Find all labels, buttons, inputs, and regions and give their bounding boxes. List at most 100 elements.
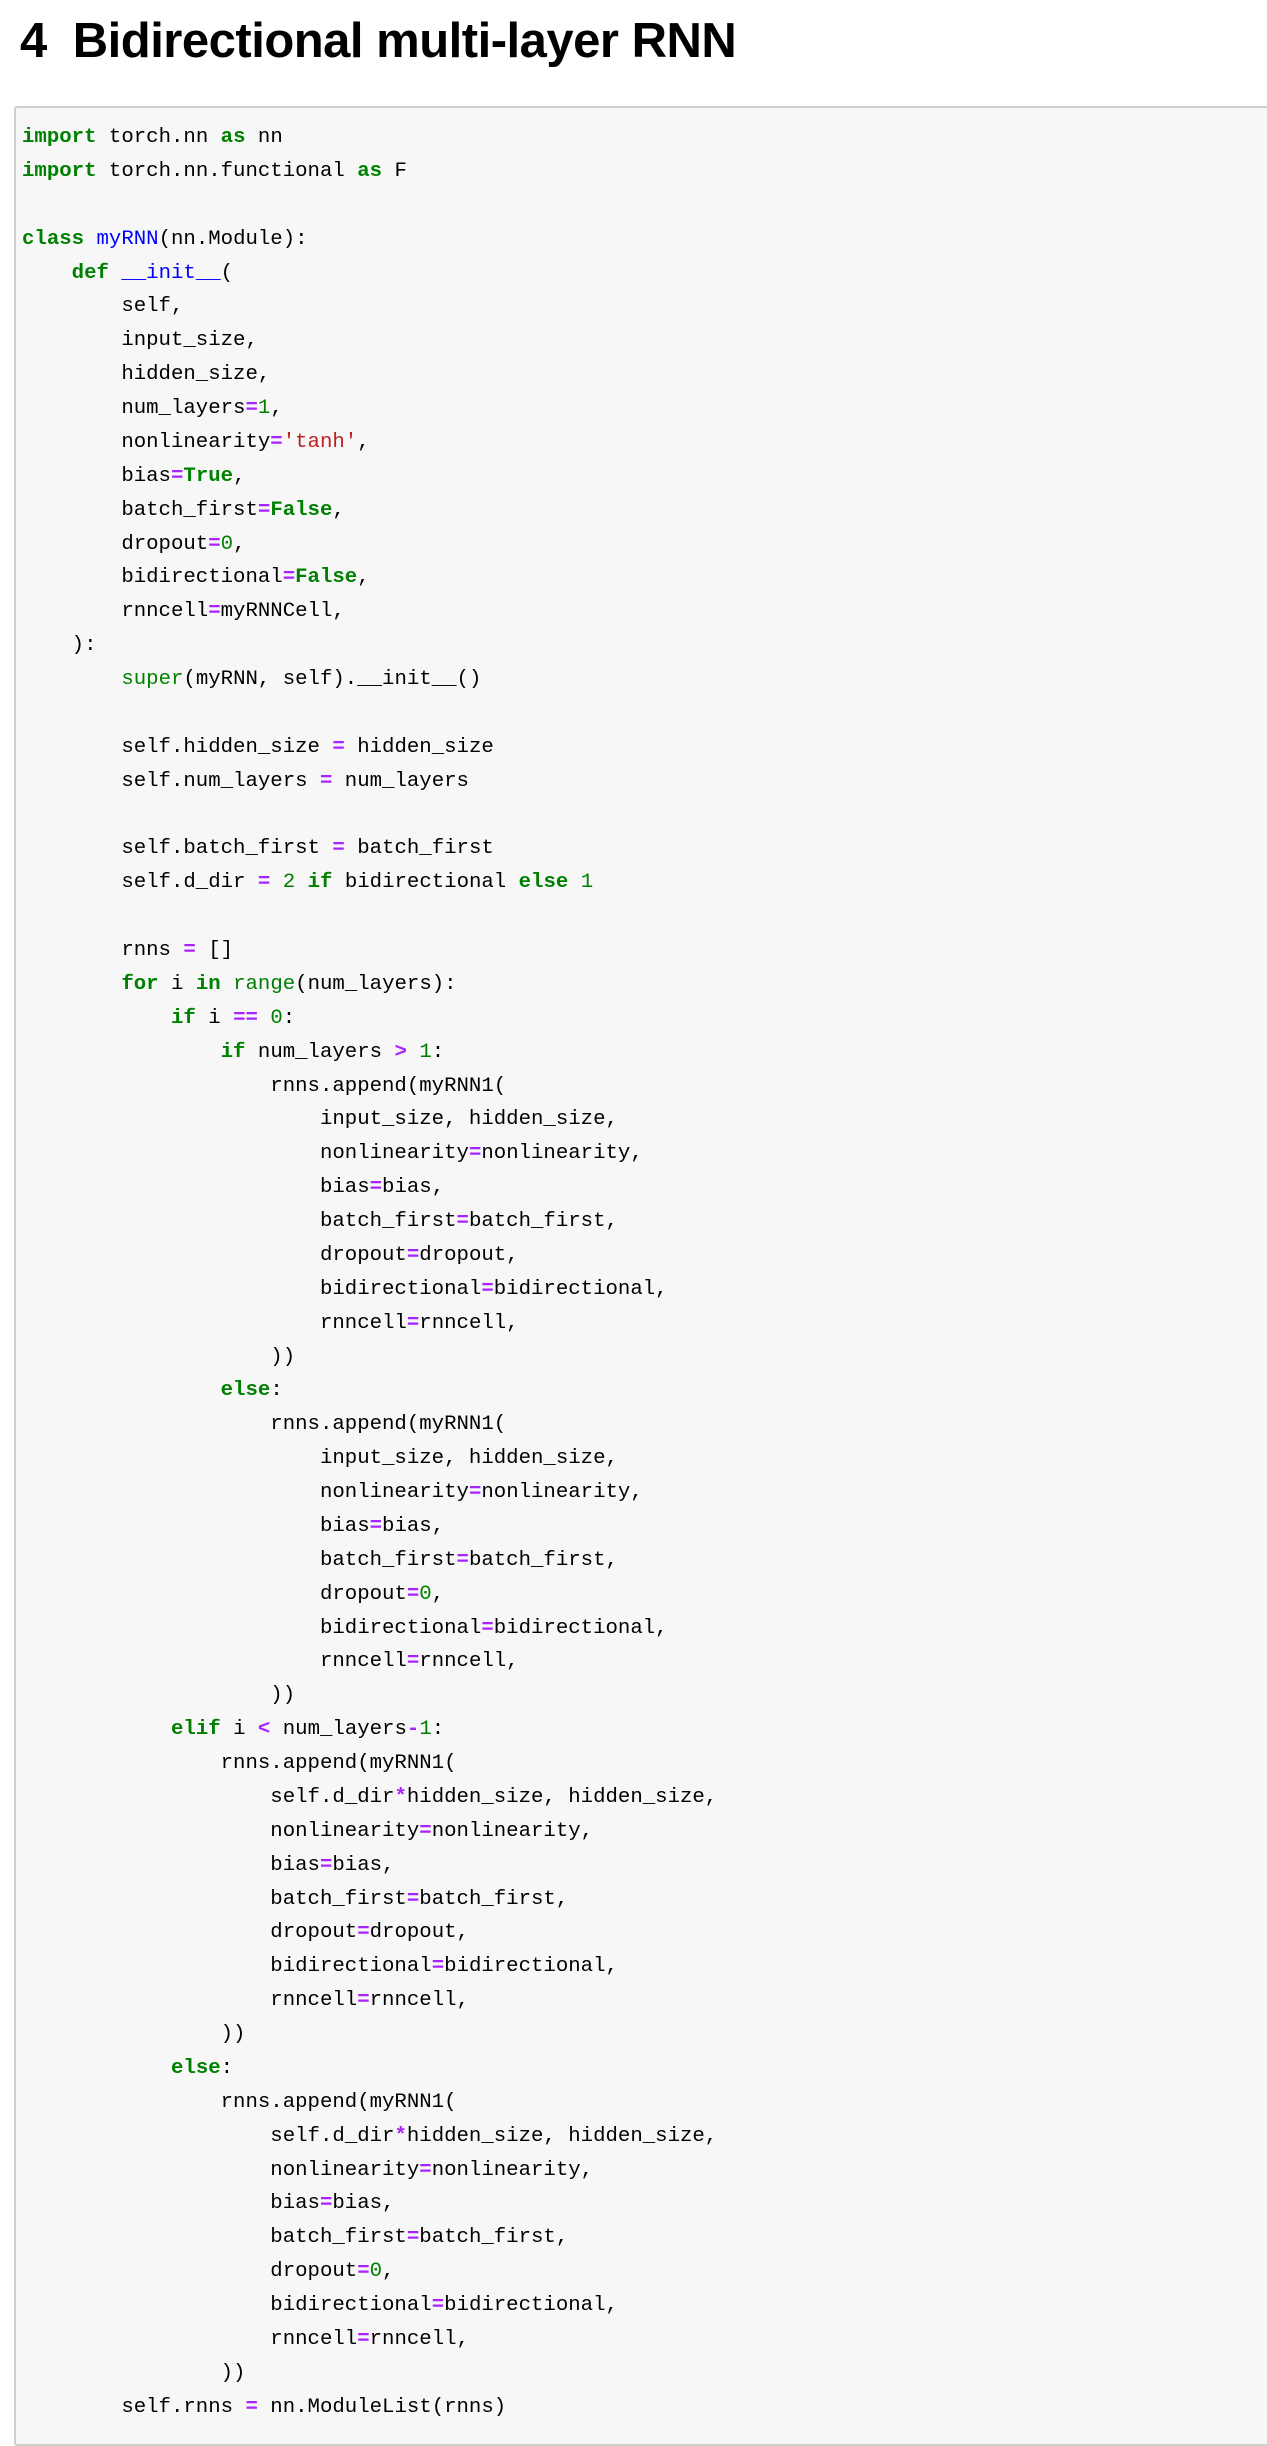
code-text: ,	[270, 397, 283, 420]
code-text: dropout	[22, 2260, 358, 2284]
code-operator: =	[357, 1989, 370, 2013]
code-operator: =	[456, 1210, 469, 1233]
code-line	[22, 900, 717, 934]
code-line: input_size, hidden_size,	[22, 1103, 717, 1137]
code-operator: >	[394, 1040, 407, 1064]
code-operator: =	[406, 1582, 420, 1606]
code-line: nonlinearity='tanh',	[22, 426, 717, 460]
code-line	[22, 799, 717, 833]
code-line: bias=bias,	[22, 1849, 717, 1883]
code-text: rnncell,	[419, 1311, 519, 1335]
code-text: bidirectional	[22, 1277, 482, 1301]
code-text: bidirectional	[22, 2294, 432, 2317]
code-line: if num_layers > 1:	[22, 1036, 717, 1070]
code-keyword: if	[220, 1040, 246, 1064]
code-text: bias	[22, 2192, 320, 2216]
code-keyword: else	[518, 871, 569, 895]
code-line: batch_first=False,	[22, 494, 717, 528]
code-line: nonlinearity=nonlinearity,	[22, 1815, 717, 1849]
code-line: rnns.append(myRNN1(	[22, 2086, 717, 2120]
code-text: :	[282, 1006, 296, 1030]
code-text: input_size, hidden_size,	[22, 1447, 618, 1471]
code-operator: =	[319, 1853, 333, 1877]
code-text: nonlinearity	[22, 1481, 469, 1504]
code-text: rnns.append(myRNN1(	[22, 1074, 507, 1098]
code-operator: =	[245, 397, 258, 420]
code-keyword: else	[220, 1379, 271, 1403]
code-text: ,	[332, 498, 345, 522]
code-text: bias	[22, 1853, 320, 1877]
code-text: bidirectional,	[493, 1616, 668, 1640]
code-line: batch_first=batch_first,	[22, 1205, 717, 1239]
code-text: num_layers	[332, 769, 469, 793]
code-text: num_layers	[270, 1718, 407, 1742]
code-text: nonlinearity,	[481, 1481, 643, 1504]
code-text	[84, 228, 96, 251]
code-text: i	[158, 972, 196, 996]
code-text	[22, 1007, 171, 1030]
code-text	[22, 668, 121, 691]
code-text: input_size,	[22, 329, 258, 353]
code-line: ))	[22, 1341, 717, 1375]
code-line: rnncell=rnncell,	[22, 2323, 717, 2357]
code-operator: =	[406, 1650, 420, 1674]
code-text: batch_first	[22, 1210, 457, 1233]
code-text	[295, 871, 307, 894]
code-name: myRNN	[96, 227, 159, 251]
code-text: rnns.append(myRNN1(	[22, 2090, 457, 2114]
code-operator: =	[468, 1142, 482, 1166]
code-line	[22, 189, 717, 223]
code-keyword: True	[183, 464, 234, 488]
code-operator: =	[208, 600, 221, 624]
code-line: nonlinearity=nonlinearity,	[22, 1476, 717, 1510]
code-operator: =	[419, 2158, 432, 2182]
code-text: rnns	[22, 939, 184, 962]
code-number: 1	[419, 1040, 432, 1064]
code-text: ,	[357, 430, 370, 454]
code-text: torch.nn.functional	[96, 159, 358, 183]
code-keyword: if	[307, 871, 333, 895]
code-keyword: else	[170, 2056, 221, 2080]
code-line: bias=bias,	[22, 1510, 717, 1544]
code-operator: =	[481, 1616, 494, 1640]
code-number: 0	[369, 2260, 383, 2284]
code-text: :	[270, 1379, 283, 1403]
code-text: ,	[233, 464, 246, 488]
code-operator: =	[332, 735, 345, 759]
code-text: batch_first	[344, 837, 494, 861]
code-text: bias	[22, 1514, 370, 1538]
code-line: ))	[22, 2357, 717, 2391]
code-text: :	[431, 1718, 445, 1742]
code-operator: =	[270, 430, 283, 454]
code-line: rnns.append(myRNN1(	[22, 1408, 717, 1442]
code-operator: =	[170, 464, 184, 488]
code-text: i	[195, 1006, 234, 1030]
code-line: dropout=dropout,	[22, 1916, 717, 1950]
code-keyword: in	[195, 972, 221, 996]
code-line: bidirectional=False,	[22, 561, 717, 595]
code-builtin: super	[121, 668, 184, 691]
code-text: nonlinearity,	[431, 1819, 594, 1843]
code-line: dropout=0,	[22, 2255, 717, 2289]
code-operator: -	[406, 1718, 420, 1742]
code-line: self.rnns = nn.ModuleList(rnns)	[22, 2391, 717, 2425]
code-text: :	[431, 1040, 445, 1064]
code-text: hidden_size	[344, 735, 494, 759]
code-text: ))	[22, 1345, 296, 1369]
code-text: dropout	[22, 1921, 358, 1945]
code-number: 1	[257, 397, 271, 420]
code-line: import torch.nn.functional as F	[22, 155, 717, 189]
code-text	[22, 2057, 171, 2080]
code-operator: =	[208, 532, 221, 556]
code-text: ))	[22, 2023, 246, 2046]
code-operator: ==	[233, 1006, 258, 1030]
code-keyword: as	[220, 126, 246, 149]
code-line: for i in range(num_layers):	[22, 968, 717, 1002]
code-text: nonlinearity,	[481, 1142, 643, 1166]
code-operator: =	[369, 1176, 383, 1200]
code-text: ,	[382, 2260, 395, 2284]
code-text: batch_first,	[468, 1548, 618, 1572]
code-text: myRNNCell,	[220, 600, 345, 624]
